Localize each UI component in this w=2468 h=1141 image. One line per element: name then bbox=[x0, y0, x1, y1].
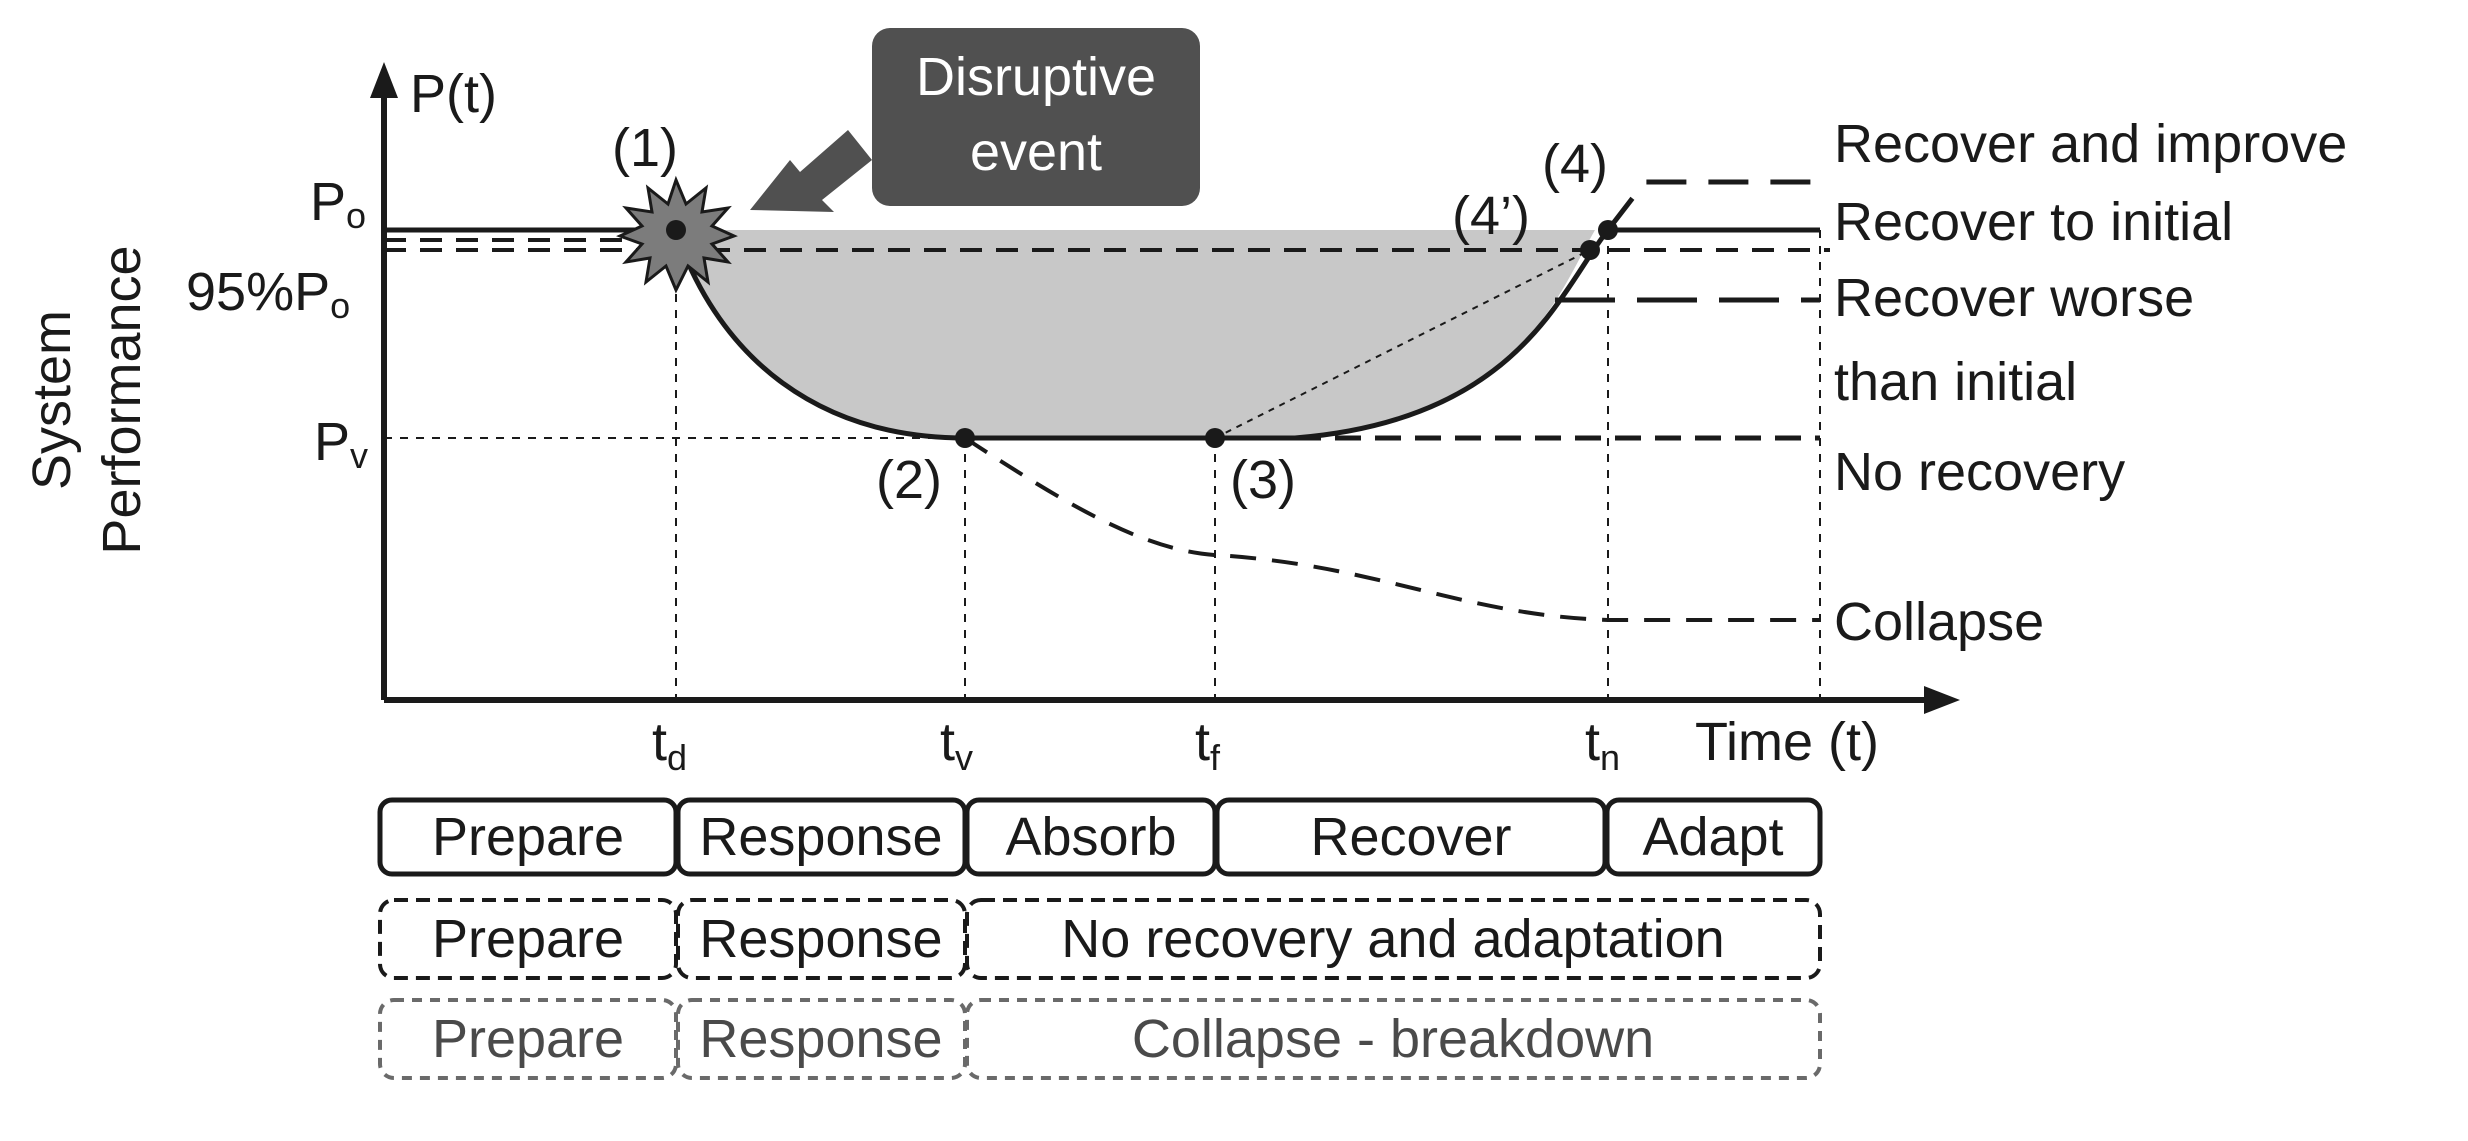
phase2-response-text: Response bbox=[699, 909, 942, 969]
time-mark-tv: tv bbox=[940, 712, 973, 778]
callout-line-1: Disruptive bbox=[916, 47, 1156, 107]
phase3-response-text: Response bbox=[699, 1009, 942, 1069]
x-axis-label: Time (t) bbox=[1695, 712, 1879, 772]
phase-row-no-recovery: Prepare Response No recovery and adaptat… bbox=[378, 898, 1822, 980]
phase-box-adapt bbox=[1604, 797, 1823, 877]
level-p0-label: Po bbox=[310, 172, 366, 236]
outcome-collapse-label: Collapse bbox=[1834, 592, 2044, 652]
outcome-initial-label: Recover to initial bbox=[1834, 192, 2233, 252]
phase-row-collapse: Prepare Response Collapse - breakdown bbox=[378, 998, 1822, 1080]
point-4-marker bbox=[1598, 220, 1618, 240]
collapse-branch bbox=[963, 436, 1820, 622]
phase-response-text: Response bbox=[699, 807, 942, 867]
y-axis-label: P(t) bbox=[410, 64, 497, 124]
x-axis-arrow bbox=[1924, 686, 1960, 714]
performance-loss-area bbox=[676, 230, 1595, 438]
phase3-box-collapse bbox=[965, 998, 1822, 1080]
point-3-label: (3) bbox=[1230, 450, 1296, 510]
time-mark-td: td bbox=[652, 712, 687, 778]
y-axis-arrow bbox=[370, 62, 398, 98]
callout-line-2: event bbox=[970, 122, 1102, 182]
phase3-collapse-text: Collapse - breakdown bbox=[1132, 1009, 1654, 1069]
time-mark-tn: tn bbox=[1585, 712, 1620, 778]
outcome-worse-label-2: than initial bbox=[1834, 352, 2077, 412]
callout-arrow-icon bbox=[750, 130, 872, 212]
time-mark-tf: tf bbox=[1195, 712, 1221, 778]
point-1-marker bbox=[666, 220, 686, 240]
point-2-label: (2) bbox=[876, 450, 942, 510]
phase-absorb-text: Absorb bbox=[1005, 807, 1176, 867]
phase3-box-response bbox=[676, 998, 967, 1080]
phase2-box-prepare bbox=[378, 898, 678, 980]
level-pv-label: Pv bbox=[314, 412, 368, 476]
improve-branch bbox=[1606, 179, 1820, 232]
phase2-no-recovery-text: No recovery and adaptation bbox=[1061, 909, 1724, 969]
phase-recover-text: Recover bbox=[1310, 807, 1511, 867]
point-2-marker bbox=[955, 428, 975, 448]
linear-recovery-guide bbox=[1214, 249, 1591, 439]
degradation-curve bbox=[673, 231, 966, 441]
outcome-none-label: No recovery bbox=[1834, 442, 2125, 502]
phase3-box-prepare bbox=[378, 998, 678, 1080]
point-4prime-label: (4’) bbox=[1452, 186, 1530, 246]
phase-prepare-text: Prepare bbox=[432, 807, 624, 867]
phase-adapt-text: Adapt bbox=[1642, 807, 1783, 867]
phase3-prepare-text: Prepare bbox=[432, 1009, 624, 1069]
outcome-improve-label: Recover and improve bbox=[1834, 114, 2347, 174]
point-4-label: (4) bbox=[1542, 134, 1608, 194]
disruptive-event-callout bbox=[872, 28, 1200, 206]
point-4prime-marker bbox=[1580, 240, 1600, 260]
side-label-system: System bbox=[22, 310, 82, 490]
level-p95-label: 95%Po bbox=[186, 262, 350, 326]
phase2-box-response bbox=[676, 898, 967, 980]
point-1-label: (1) bbox=[612, 118, 678, 178]
phase2-box-no-recovery bbox=[965, 898, 1822, 980]
outcome-worse-label-1: Recover worse bbox=[1834, 268, 2194, 328]
phase-row-full: Prepare Response Absorb Recover Adapt bbox=[377, 797, 1823, 877]
phase2-prepare-text: Prepare bbox=[432, 909, 624, 969]
point-3-marker bbox=[1205, 428, 1225, 448]
side-label-performance: Performance bbox=[92, 245, 152, 554]
